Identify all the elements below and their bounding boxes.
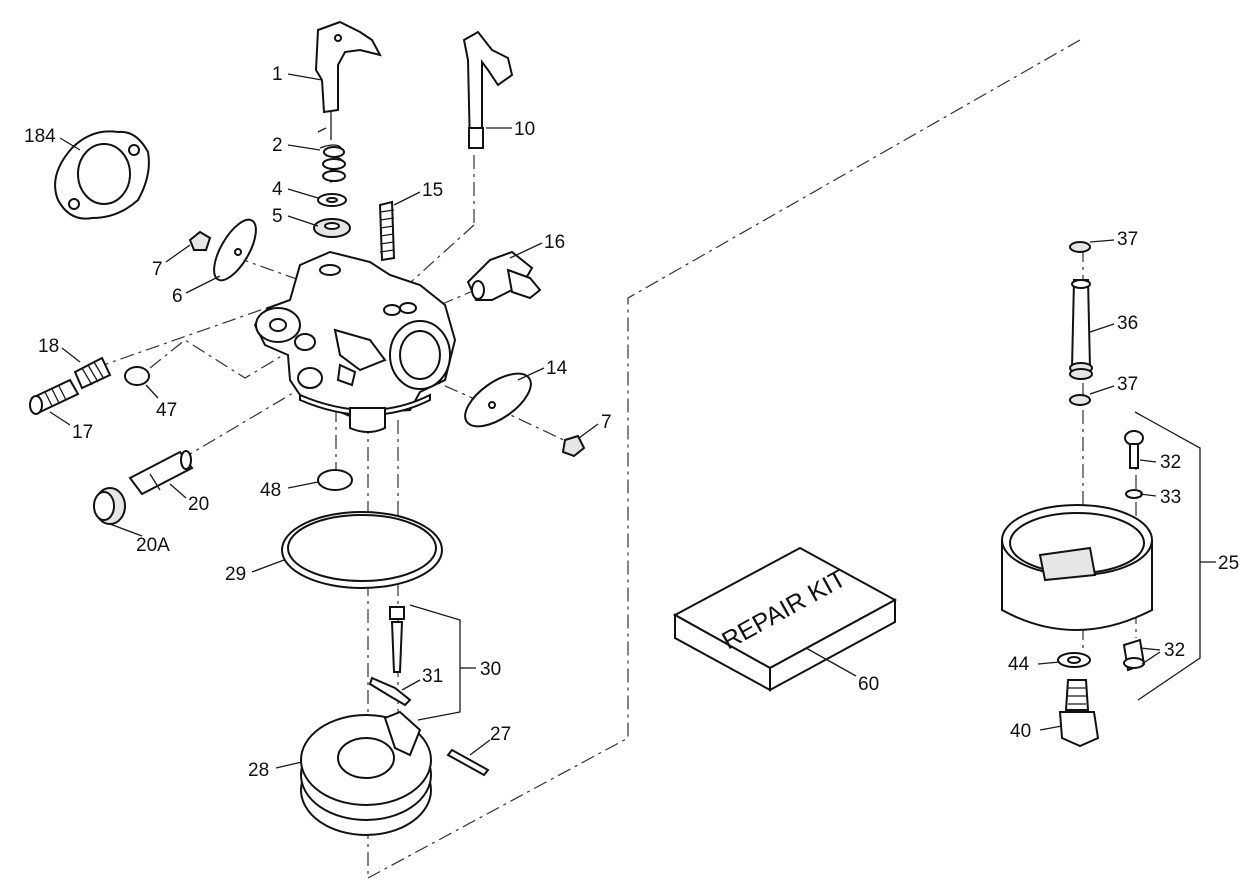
callout-7-right: 7: [601, 412, 612, 433]
leader-lines: [49, 73, 1216, 769]
float-bowl: [1001, 504, 1153, 631]
spring-15: [378, 200, 396, 262]
choke-plate-14: [464, 372, 532, 428]
screw-7-left: [188, 230, 212, 251]
callout-6: 6: [172, 286, 183, 307]
callout-47: 47: [156, 400, 177, 421]
o-ring-47-axis: [149, 339, 301, 379]
choke-shaft-10: [462, 30, 514, 150]
callout-18: 18: [38, 336, 59, 357]
callout-48: 48: [260, 480, 281, 501]
callout-40: 40: [1010, 721, 1031, 742]
idle-spring-18: [73, 356, 112, 390]
cap-20a: [93, 487, 126, 525]
bracket-25: [1134, 411, 1201, 701]
callout-2: 2: [272, 135, 283, 156]
clip-31: [368, 676, 412, 707]
fitting-16-axis: [439, 289, 476, 306]
throttle-plate-6: [213, 218, 257, 282]
callout-10: 10: [514, 119, 535, 140]
choke-shaft-axis: [401, 224, 475, 291]
seal-5: [313, 218, 351, 238]
o-ring-47: [124, 366, 150, 386]
float-28: [300, 710, 432, 836]
callout-7-left: 7: [152, 259, 163, 280]
callout-1: 1: [272, 64, 283, 85]
callout-184: 184: [24, 126, 56, 147]
callout-37-top: 37: [1117, 229, 1138, 250]
washer-33: [1125, 489, 1143, 499]
gasket-37-bottom: [1069, 394, 1091, 406]
callout-14: 14: [546, 358, 568, 379]
exploded-view-boundary: [367, 39, 1081, 879]
callout-16: 16: [544, 232, 565, 253]
callout-20a: 20A: [136, 535, 170, 556]
callout-36: 36: [1117, 313, 1138, 334]
callout-29: 29: [225, 564, 246, 585]
callout-labels: 1 2 4 5 7 6 10 15 16 14 7 18 17 47 20 20…: [24, 64, 1239, 781]
callout-37-bottom: 37: [1117, 374, 1138, 395]
gasket-37-top: [1069, 241, 1091, 253]
drain-fitting-40: [1058, 679, 1100, 748]
screw-6-axis: [234, 256, 306, 283]
bowl-screw-32-bottom: [1122, 638, 1146, 672]
throttle-lever-1: [314, 20, 382, 140]
callout-31: 31: [422, 666, 443, 687]
carburetor-body: [253, 250, 457, 433]
washer-4: [317, 193, 347, 207]
callout-30: 30: [480, 659, 501, 680]
bowl-screw-32-top: [1124, 430, 1144, 469]
plunger-20-axis: [179, 379, 316, 461]
bracket-30: [409, 604, 461, 721]
callout-32-top: 32: [1160, 452, 1181, 473]
callout-44: 44: [1008, 654, 1030, 675]
idle-screw-17: [29, 378, 80, 415]
plunger-20: [128, 450, 194, 496]
screw-7-right: [561, 434, 586, 458]
callout-15: 15: [422, 180, 443, 201]
callout-17: 17: [72, 422, 93, 443]
float-pin-27: [446, 748, 490, 777]
callout-27: 27: [490, 724, 511, 745]
callout-60: 60: [858, 674, 879, 695]
needle-valve-30: [389, 606, 405, 673]
spring-2: [317, 127, 346, 183]
callout-32-bottom: 32: [1164, 640, 1185, 661]
callout-33: 33: [1160, 487, 1181, 508]
callout-5: 5: [272, 206, 283, 227]
washer-44: [1057, 652, 1091, 668]
repair-kit-60: REPAIR KIT: [672, 546, 898, 692]
seat-48: [317, 469, 353, 491]
callout-28: 28: [248, 760, 269, 781]
callout-4: 4: [272, 179, 283, 200]
callout-25: 25: [1218, 553, 1239, 574]
fuel-fitting-16: [466, 250, 542, 301]
gasket-184: [54, 130, 150, 220]
callout-20: 20: [188, 494, 209, 515]
idle-screw-axis: [94, 304, 276, 369]
fuel-shaft-36: [1069, 279, 1093, 380]
bowl-gasket-29: [281, 511, 443, 589]
